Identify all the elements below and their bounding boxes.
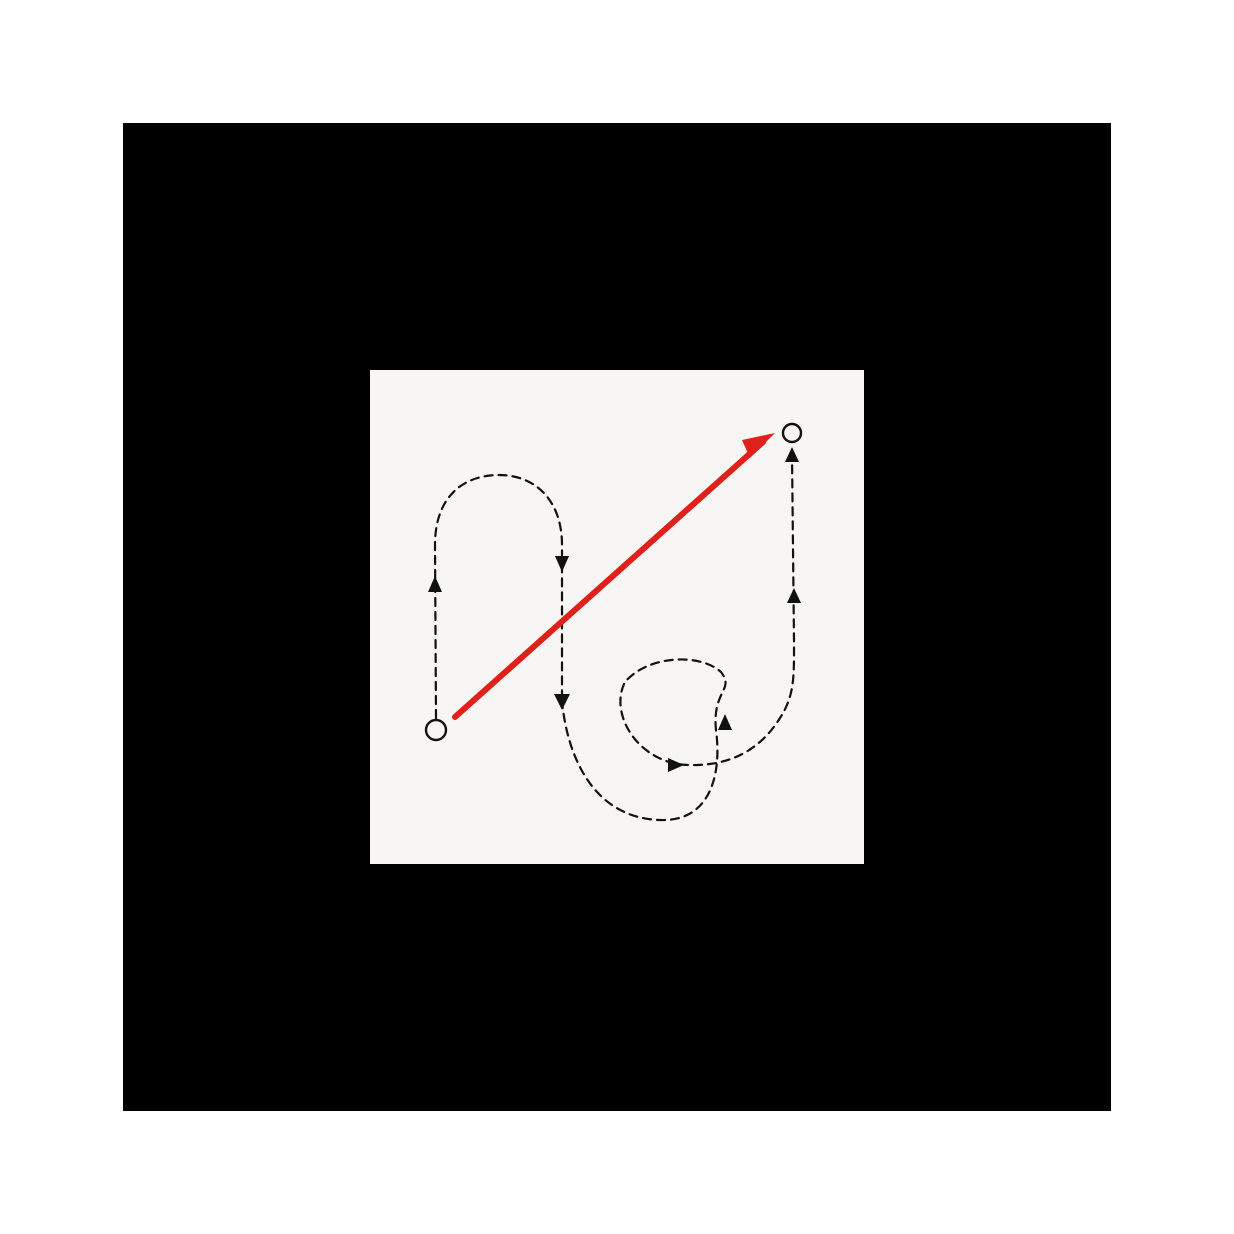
winding-path-arrowheads	[428, 447, 801, 772]
end-node-circle	[781, 422, 803, 444]
arrowhead-down-bottom	[554, 694, 570, 710]
arrowhead-up-right-lower	[787, 588, 801, 603]
direct-path-arrowhead	[742, 433, 775, 458]
winding-path-segment-loop	[619, 453, 796, 767]
direct-path	[452, 433, 775, 720]
direct-path-line	[452, 439, 766, 720]
path-diagram	[424, 422, 803, 822]
arrowhead-up-right-top	[785, 447, 799, 462]
winding-path-segment-lower-curve	[560, 698, 719, 822]
arrowhead-up-left	[428, 576, 442, 592]
winding-path	[433, 453, 796, 822]
start-node-circle	[424, 718, 448, 742]
arrowhead-right-loop	[668, 758, 684, 772]
arrowhead-down-top	[555, 556, 569, 572]
diagram-card	[370, 370, 864, 864]
winding-path-segment-up-left	[433, 473, 564, 720]
arrowhead-up-loop	[718, 714, 732, 730]
